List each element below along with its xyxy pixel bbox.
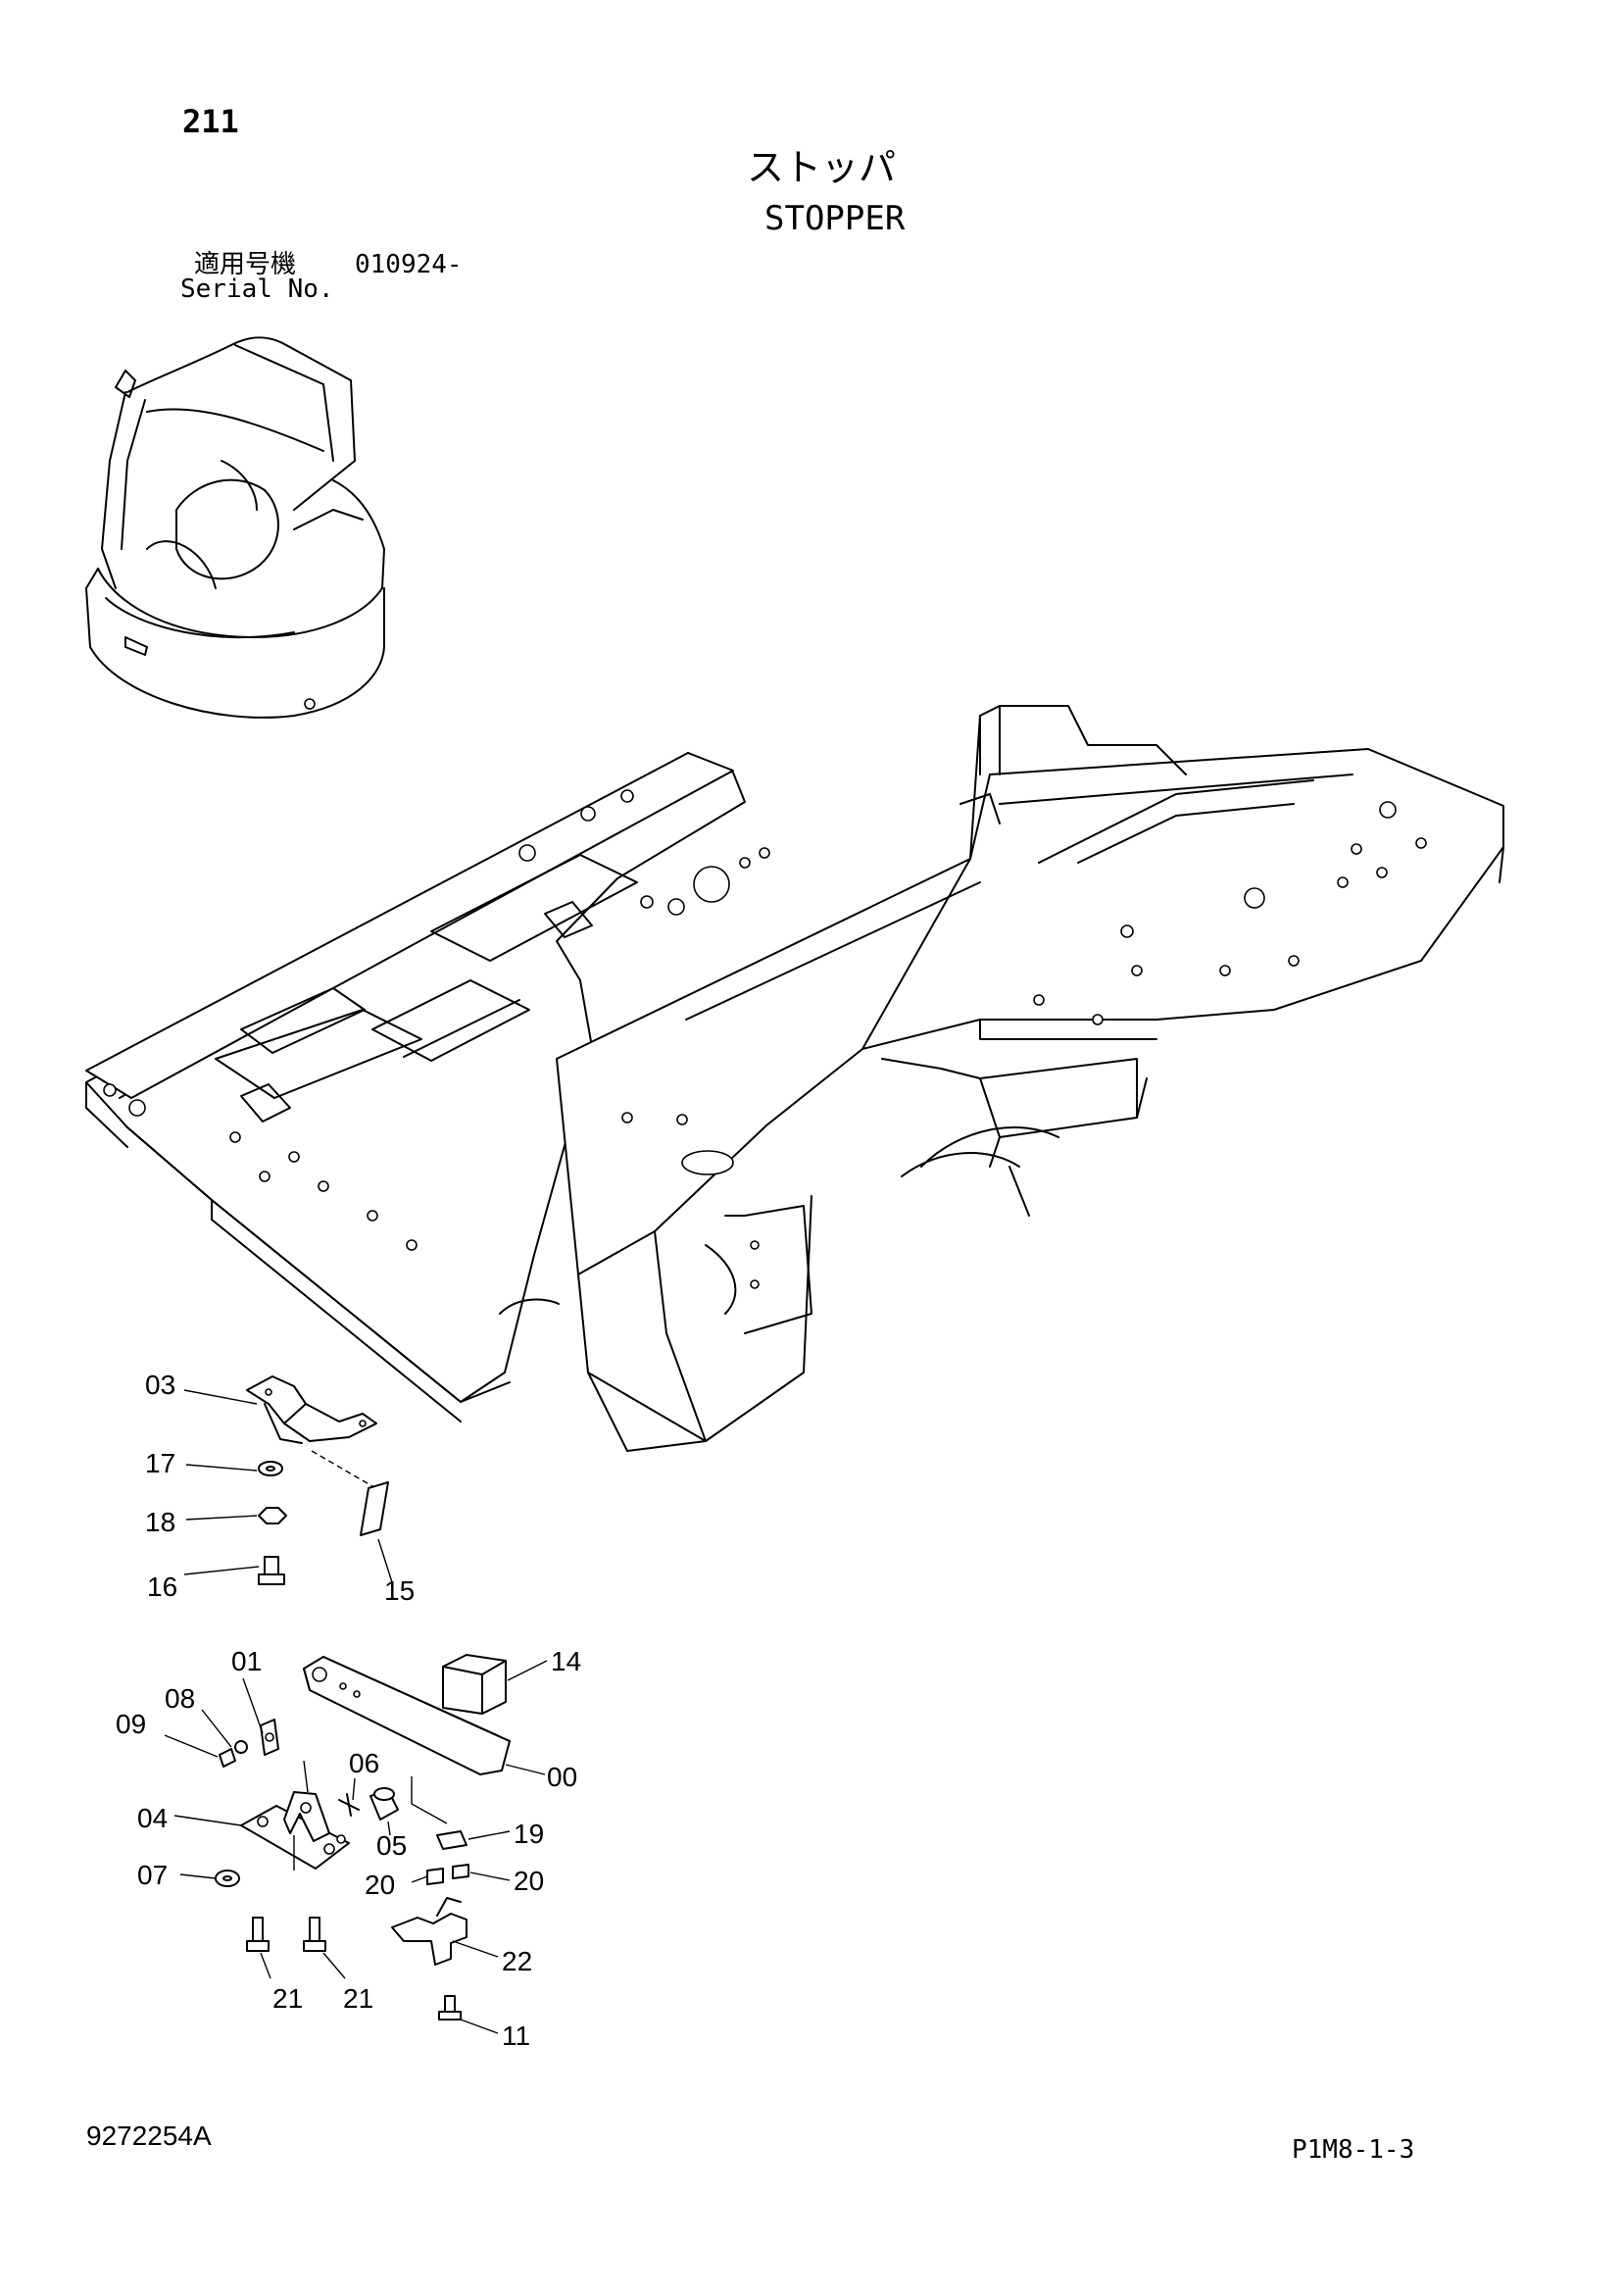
leader-lines: [164, 1389, 548, 2034]
machine-overview-illustration: [85, 336, 385, 719]
page-reference: P1M8-1-3: [1292, 2135, 1415, 2165]
callout-11: 11: [502, 2021, 530, 2051]
callout-03: 03: [145, 1370, 175, 1400]
document-number: 9272254A: [86, 2121, 212, 2151]
callout-17: 17: [145, 1448, 175, 1478]
exploded-parts: [215, 1375, 511, 2021]
callout-21-left: 21: [272, 1983, 303, 2014]
callout-20-left: 20: [365, 1870, 395, 1900]
callout-15: 15: [384, 1575, 415, 1606]
callout-19: 19: [514, 1819, 544, 1849]
callout-labels: 03 17 18 16 15 01 14 08 09 06 00 04 05 1…: [116, 1370, 581, 2051]
callout-14: 14: [551, 1646, 581, 1676]
title-english: STOPPER: [764, 199, 906, 238]
callout-06: 06: [349, 1748, 379, 1778]
serial-number-value: 010924-: [355, 250, 463, 279]
callout-20-right: 20: [514, 1866, 544, 1896]
callout-01: 01: [231, 1646, 262, 1676]
serial-label-english: Serial No.: [180, 275, 334, 304]
callout-04: 04: [137, 1803, 168, 1833]
callout-18: 18: [145, 1507, 175, 1537]
revolving-frame-illustration: [85, 705, 1504, 1452]
callout-07: 07: [137, 1860, 168, 1890]
callout-00: 00: [547, 1762, 577, 1792]
serial-label-japanese: 適用号機: [194, 250, 297, 279]
callout-08: 08: [165, 1683, 195, 1714]
callout-09: 09: [116, 1709, 146, 1739]
callout-22: 22: [502, 1946, 532, 1976]
callout-21-right: 21: [343, 1983, 373, 2014]
callout-05: 05: [376, 1830, 407, 1861]
title-japanese: ストッパ: [747, 146, 897, 189]
page-number: 211: [182, 103, 239, 140]
callout-16: 16: [147, 1572, 177, 1602]
